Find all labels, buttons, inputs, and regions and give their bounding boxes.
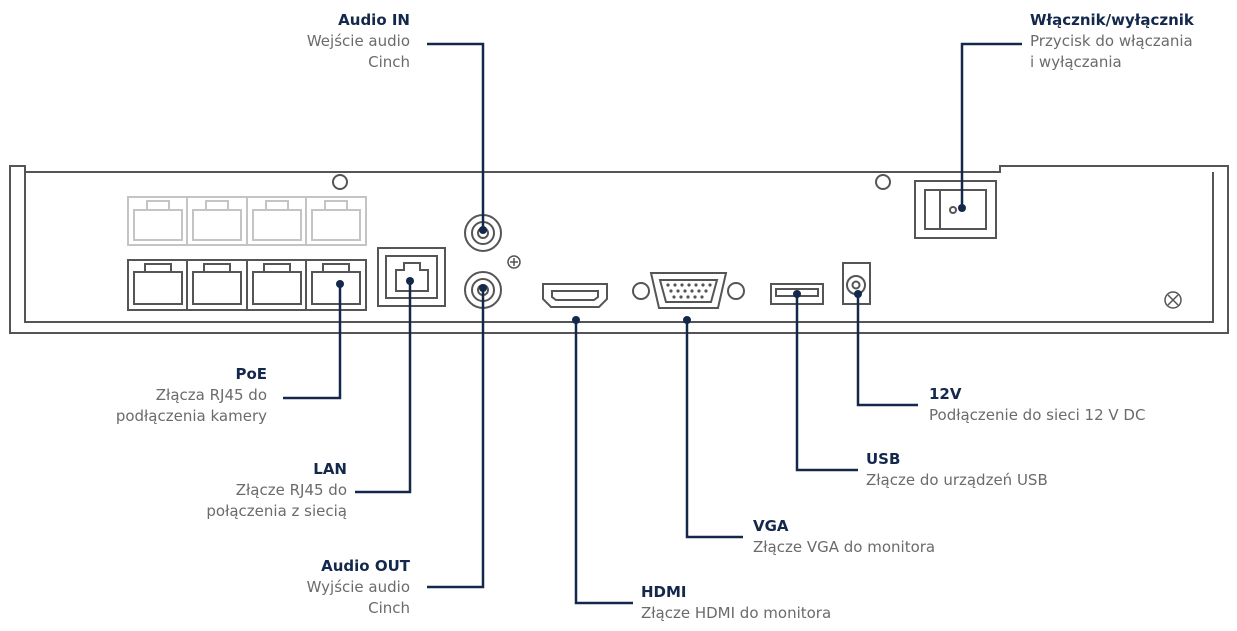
label-poe: PoE Złącza RJ45 do podłączenia kamery bbox=[116, 364, 267, 427]
label-lan: LAN Złącze RJ45 do połączenia z siecią bbox=[206, 459, 347, 522]
label-audio-out-line1: Wyjście audio bbox=[306, 578, 410, 596]
label-hdmi-title: HDMI bbox=[641, 583, 687, 601]
label-hdmi: HDMI Złącze HDMI do monitora bbox=[641, 582, 831, 624]
label-12v-title: 12V bbox=[929, 385, 962, 403]
label-poe-title: PoE bbox=[235, 365, 267, 383]
callout-audio-in bbox=[427, 42, 485, 230]
callout-vga bbox=[685, 320, 743, 539]
label-vga: VGA Złącze VGA do monitora bbox=[753, 516, 935, 558]
dc-12v-socket bbox=[842, 262, 871, 305]
label-lan-line1: Złącze RJ45 do bbox=[235, 481, 347, 499]
callout-lines bbox=[283, 42, 1022, 605]
lan-port bbox=[377, 247, 446, 307]
label-usb: USB Złącze do urządzeń USB bbox=[866, 449, 1048, 491]
label-hdmi-line1: Złącze HDMI do monitora bbox=[641, 604, 832, 622]
poe-ports bbox=[127, 259, 367, 311]
label-audio-in-line1: Wejście audio bbox=[306, 32, 410, 50]
screw-icon bbox=[1164, 291, 1182, 309]
label-12v: 12V Podłączenie do sieci 12 V DC bbox=[929, 384, 1145, 426]
label-lan-line2: połączenia z siecią bbox=[206, 502, 347, 520]
label-vga-title: VGA bbox=[753, 517, 789, 535]
label-12v-line1: Podłączenie do sieci 12 V DC bbox=[929, 406, 1146, 424]
power-switch bbox=[914, 180, 997, 239]
label-power: Włącznik/wyłącznik Przycisk do włączania… bbox=[1030, 10, 1194, 73]
label-power-line2: i wyłączania bbox=[1030, 53, 1122, 71]
callout-lan bbox=[355, 281, 412, 494]
label-audio-out-title: Audio OUT bbox=[321, 557, 410, 575]
label-poe-line1: Złącza RJ45 do bbox=[155, 386, 267, 404]
label-poe-line2: podłączenia kamery bbox=[115, 407, 267, 425]
label-audio-out: Audio OUT Wyjście audio Cinch bbox=[307, 556, 410, 619]
label-power-line1: Przycisk do włączania bbox=[1030, 32, 1193, 50]
vga-port bbox=[632, 272, 745, 309]
callout-power bbox=[960, 42, 1022, 208]
vga-pins bbox=[666, 283, 712, 299]
ground-screw-icon bbox=[507, 255, 521, 269]
callout-12v bbox=[856, 294, 918, 407]
device-chassis bbox=[9, 165, 1229, 334]
label-audio-in: Audio IN Wejście audio Cinch bbox=[307, 10, 410, 73]
label-audio-out-line2: Cinch bbox=[368, 599, 410, 617]
label-lan-title: LAN bbox=[313, 460, 347, 478]
callout-dots bbox=[336, 204, 966, 324]
label-vga-line1: Złącze VGA do monitora bbox=[753, 538, 936, 556]
callout-usb bbox=[795, 294, 858, 472]
poe-ports-top-row bbox=[127, 196, 367, 246]
label-usb-line1: Złącze do urządzeń USB bbox=[866, 471, 1048, 489]
callout-hdmi bbox=[574, 320, 633, 605]
label-power-title: Włącznik/wyłącznik bbox=[1030, 11, 1194, 29]
callout-poe bbox=[283, 284, 342, 400]
label-audio-in-title: Audio IN bbox=[338, 11, 410, 29]
label-usb-title: USB bbox=[866, 450, 901, 468]
label-audio-in-line2: Cinch bbox=[368, 53, 410, 71]
callout-audio-out bbox=[427, 288, 485, 589]
hdmi-port bbox=[542, 283, 608, 308]
